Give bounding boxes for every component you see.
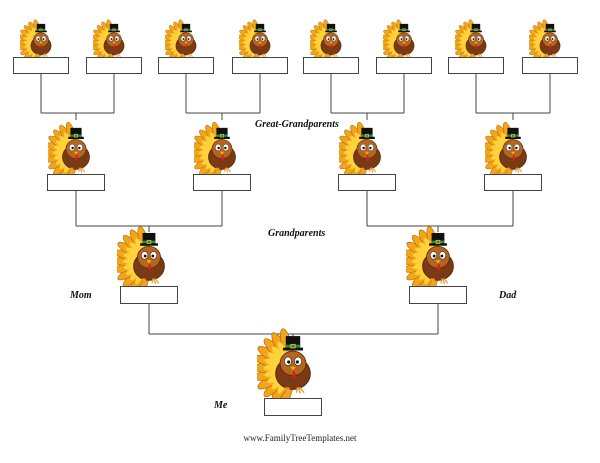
great-grandparent-1-name-box[interactable] <box>13 57 69 74</box>
me-label: Me <box>214 400 228 411</box>
great-grandparent-2-name-box[interactable] <box>86 57 142 74</box>
great-grandparents-label: Great-Grandparents <box>255 119 339 130</box>
pilgrim-turkey-icon <box>112 224 181 297</box>
pilgrim-turkey-icon <box>401 224 470 297</box>
footer-website: www.FamilyTreeTemplates.net <box>243 433 357 443</box>
pilgrim-turkey-icon <box>335 120 395 184</box>
pilgrim-turkey-icon <box>190 120 250 184</box>
pilgrim-turkey-icon <box>481 120 541 184</box>
pilgrim-turkey-icon <box>162 18 207 66</box>
dad-label: Dad <box>499 290 517 301</box>
me-name-box[interactable] <box>264 398 322 416</box>
grandparent-1-name-box[interactable] <box>47 174 105 191</box>
dad-name-box[interactable] <box>409 286 467 304</box>
pilgrim-turkey-icon <box>44 120 104 184</box>
pilgrim-turkey-icon <box>452 18 497 66</box>
grandparent-2-name-box[interactable] <box>193 174 251 191</box>
great-grandparent-5-name-box[interactable] <box>303 57 359 74</box>
great-grandparent-8-name-box[interactable] <box>522 57 578 74</box>
mom-label: Mom <box>70 290 92 301</box>
pilgrim-turkey-icon <box>526 18 571 66</box>
great-grandparent-4-name-box[interactable] <box>232 57 288 74</box>
mom-name-box[interactable] <box>120 286 178 304</box>
grandparent-3-name-box[interactable] <box>338 174 396 191</box>
great-grandparent-3-name-box[interactable] <box>158 57 214 74</box>
great-grandparent-7-name-box[interactable] <box>448 57 504 74</box>
grandparent-4-name-box[interactable] <box>484 174 542 191</box>
great-grandparent-6-name-box[interactable] <box>376 57 432 74</box>
pilgrim-turkey-icon <box>252 326 329 408</box>
pilgrim-turkey-icon <box>90 18 135 66</box>
grandparents-label: Grandparents <box>268 228 326 239</box>
